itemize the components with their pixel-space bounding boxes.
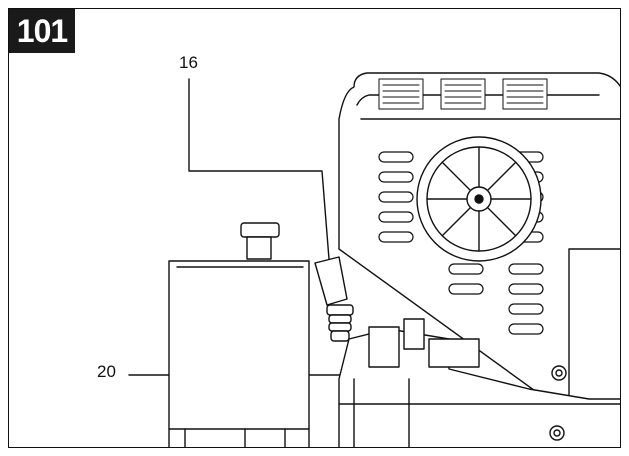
engine-housing bbox=[338, 72, 620, 402]
illustration-frame: 101 bbox=[8, 8, 621, 448]
valve-fitting-16 bbox=[314, 256, 354, 342]
housing-screw bbox=[551, 365, 567, 381]
assembly-drawing bbox=[128, 72, 620, 447]
pressure-switch-box bbox=[168, 222, 310, 447]
step-number-badge: 101 bbox=[9, 9, 75, 53]
callout-label-20: 20 bbox=[97, 362, 116, 381]
callout-label-16: 16 bbox=[179, 53, 198, 72]
leader-line-16 bbox=[188, 78, 330, 260]
pump-base bbox=[338, 318, 620, 447]
top-vents bbox=[378, 78, 548, 110]
fan-cover bbox=[416, 136, 542, 262]
